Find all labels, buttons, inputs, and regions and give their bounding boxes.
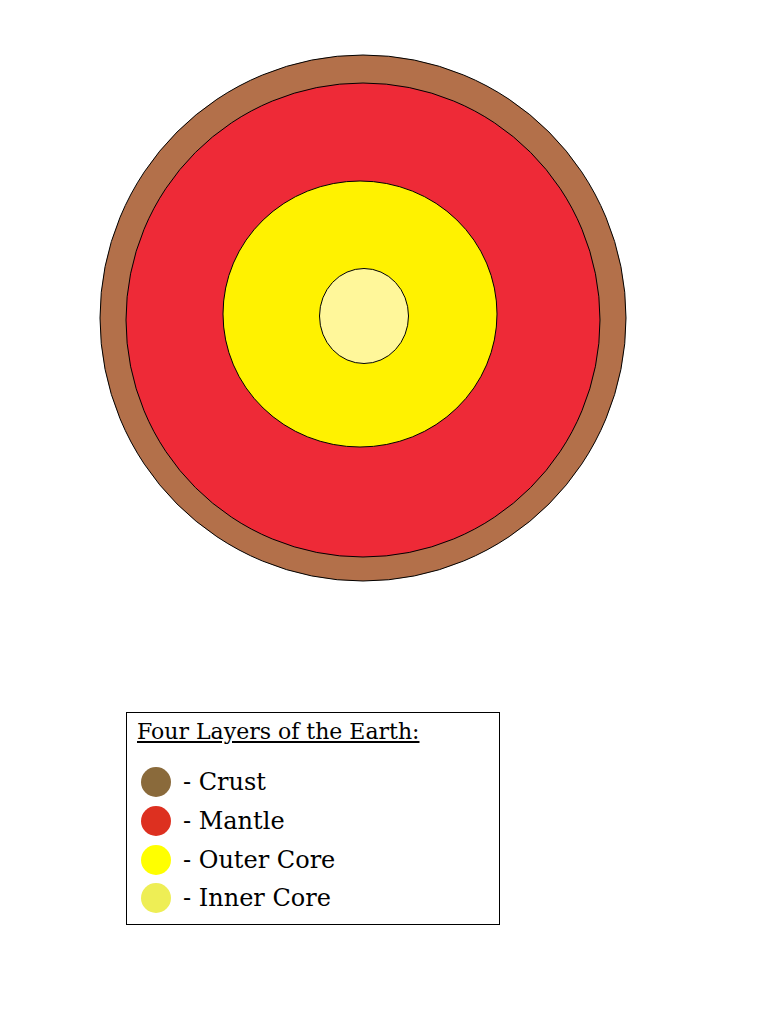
legend-swatch [141, 767, 171, 797]
mantle-layer [126, 83, 600, 557]
inner-core-layer [320, 269, 409, 364]
legend-label: - Crust [183, 768, 266, 797]
legend-swatch [141, 806, 171, 836]
outer-core-layer [223, 181, 497, 447]
crust-layer [100, 55, 626, 581]
legend-label: - Inner Core [183, 884, 331, 913]
legend-swatch [141, 845, 171, 875]
legend-label: - Outer Core [183, 846, 335, 875]
legend-swatch [141, 883, 171, 913]
legend-label: - Mantle [183, 807, 285, 836]
legend-box: Four Layers of the Earth: - Crust - Mantle… [126, 712, 500, 925]
legend-title: Four Layers of the Earth: [137, 719, 419, 745]
